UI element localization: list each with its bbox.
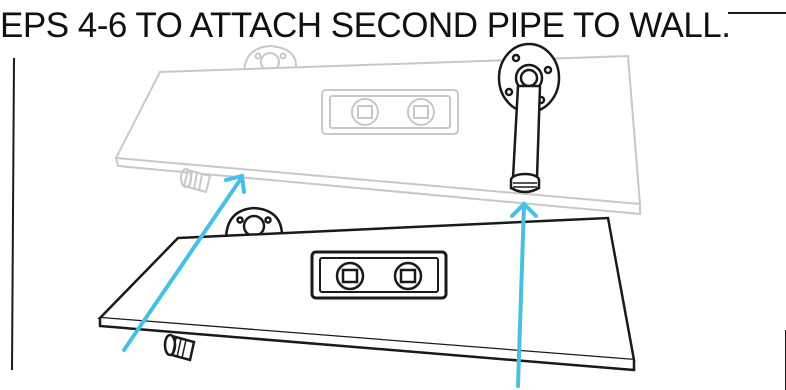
lower-pipe-stub-icon: [165, 335, 194, 360]
frame-left-line: [12, 58, 14, 370]
outlet-right-icon: [395, 263, 421, 289]
outlet-left-icon: [337, 263, 363, 289]
ghost-shelf-group: [116, 46, 640, 214]
lower-shelf-group: [100, 208, 634, 370]
